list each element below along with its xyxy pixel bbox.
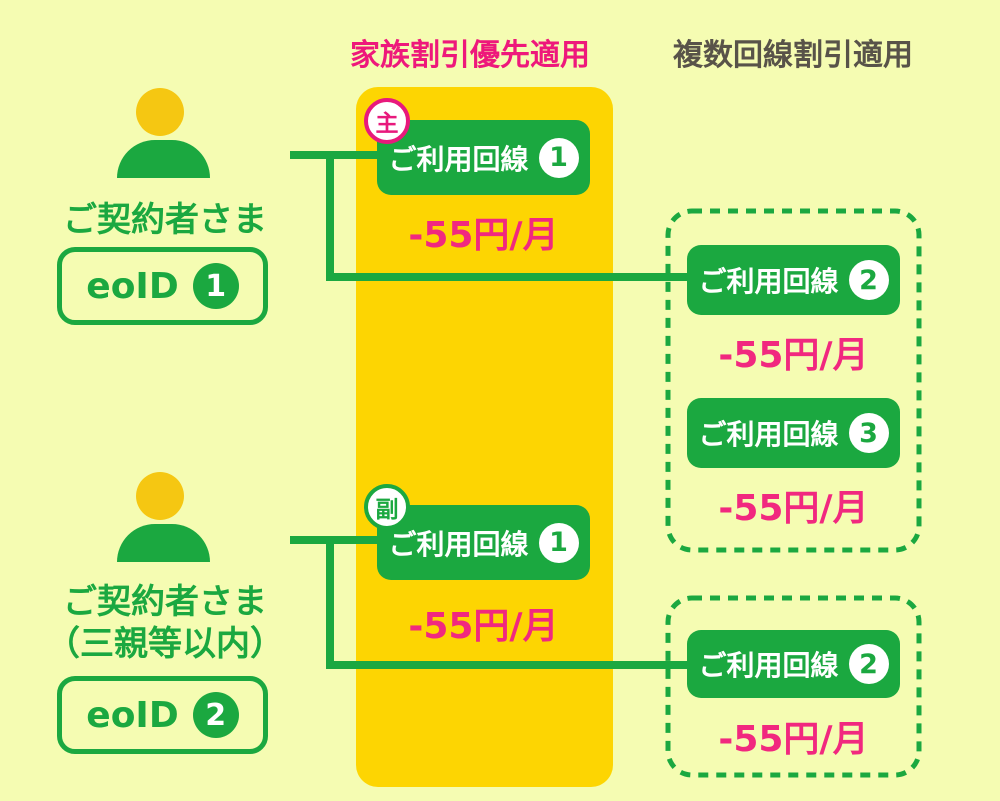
contractor2-person-icon	[117, 524, 210, 562]
connector-line	[290, 536, 378, 544]
secondary-line-badge: 副	[364, 484, 410, 530]
line-number-badge: 1	[538, 137, 579, 178]
discount-label: -55円/月	[718, 719, 869, 760]
multi-discount-group2-border	[665, 595, 922, 778]
line-button-label: ご利用回線	[388, 527, 529, 561]
line-number-badge: 2	[848, 644, 889, 684]
line-button-multi2: ご利用回線 3	[687, 398, 900, 468]
eoid-number-badge: 2	[192, 692, 239, 738]
eoid-number-badge: 1	[192, 263, 239, 309]
contractor1-name: ご契約者さま	[63, 200, 267, 240]
line-button-multi1: ご利用回線 2	[687, 245, 900, 315]
line-button-label: ご利用回線	[698, 649, 839, 682]
discount-label: -55円/月	[718, 335, 869, 376]
multi-discount-group1-border	[665, 208, 922, 553]
contractor1-person-icon	[136, 88, 184, 136]
line-number-badge: 1	[538, 522, 579, 563]
contractor1-eoid-box: eoID 1	[57, 247, 268, 325]
line-button-label: ご利用回線	[388, 142, 529, 176]
connector-line	[326, 273, 688, 281]
connector-line	[326, 536, 334, 669]
contractor2-name: ご契約者さま	[63, 582, 267, 622]
line-button-multi3: ご利用回線 2	[687, 630, 900, 698]
line-button-label: ご利用回線	[698, 265, 839, 298]
line-number-badge: 3	[848, 413, 889, 453]
connector-line	[326, 151, 334, 281]
line-button-family2: ご利用回線 1	[377, 505, 590, 580]
discount-label: -55円/月	[408, 606, 559, 647]
eoid-label: eoID	[86, 265, 179, 307]
discount-label: -55円/月	[718, 488, 869, 529]
line-button-label: ご利用回線	[698, 418, 839, 451]
discount-label: -55円/月	[408, 215, 559, 256]
contractor2-person-icon	[136, 472, 184, 520]
connector-line	[326, 661, 688, 669]
contractor1-person-icon	[117, 140, 210, 178]
family-priority-header: 家族割引優先適用	[350, 38, 590, 73]
contractor2-note: （三親等以内）	[46, 624, 284, 664]
connector-line	[290, 151, 378, 159]
eoid-label: eoID	[86, 694, 179, 736]
line-number-badge: 2	[848, 260, 889, 300]
family-priority-panel	[356, 87, 613, 787]
primary-line-badge: 主	[364, 98, 410, 144]
line-button-family1: ご利用回線 1	[377, 120, 590, 195]
multi-line-header: 複数回線割引適用	[673, 38, 913, 73]
contractor2-eoid-box: eoID 2	[57, 676, 268, 754]
